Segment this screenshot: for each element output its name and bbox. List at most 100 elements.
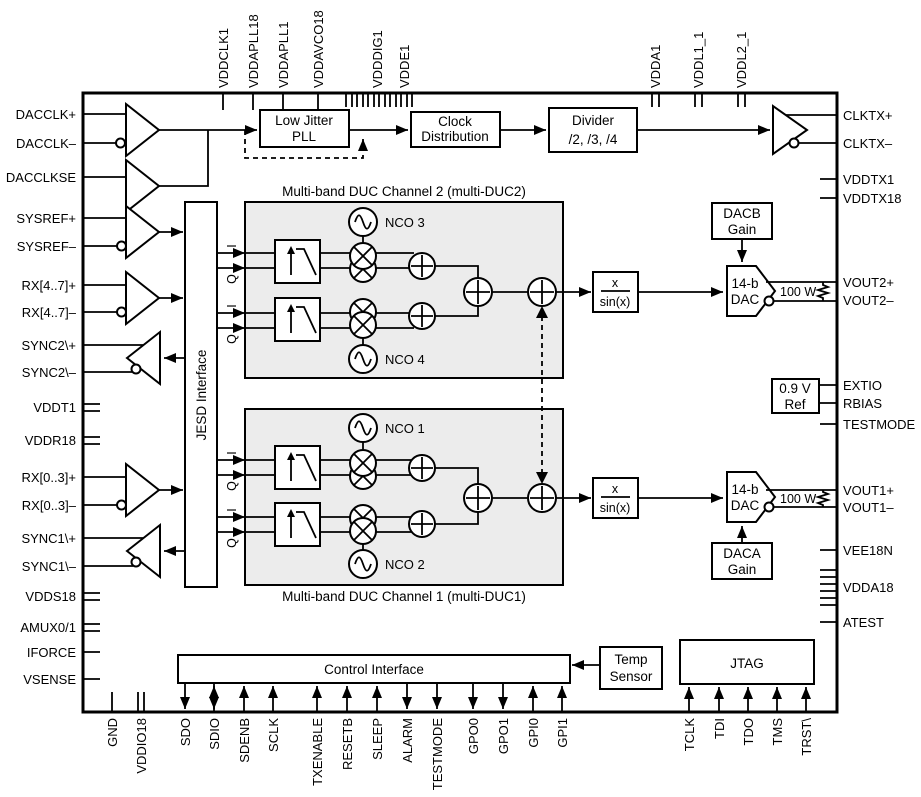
pin-label-txenable: TXENABLE [310,718,325,786]
sysref-buffer-icon [125,203,161,261]
pin-label-vddio18: VDDIO18 [134,718,149,774]
xsinx-denominator: sin(x) [600,501,631,515]
interpolation-filter-icon [274,239,321,284]
pin-label-gnd: GND [105,718,120,747]
duc-channel-2: Multi-band DUC Channel 2 (multi-DUC2) NC… [244,184,564,379]
temp-sensor-block [599,646,663,690]
pin-label-vdddig1: VDDDIG1 [370,30,385,88]
pin-label-sysref-n: SYSREF– [17,239,77,254]
pin-label-clktx-n: CLKTX– [843,136,893,151]
nco2-label: NCO 2 [385,557,425,572]
voltage-reference: 0.9 V Ref [771,378,837,414]
control-interface: Control Interface [177,654,571,712]
jesd-interface: JESD Interface [83,201,218,588]
clock-dist-label-1: Clock [438,114,472,129]
duc1-box [244,408,564,586]
pin-label-vddt1: VDDT1 [33,400,76,415]
right-pins: CLKTX+ CLKTX– VDDTX1 VDDTX18 VOUT2+ VOUT… [820,108,916,630]
pin-label-tclk: TCLK [682,718,697,752]
ref-label-2: Ref [784,397,805,412]
i-label: I [225,304,239,307]
pin-label-sleep: SLEEP [370,718,385,760]
jtag: JTAG [679,639,815,712]
jtag-block [679,639,815,685]
clock-dist-label-2: Distribution [421,129,489,144]
pin-label-gpo0: GPO0 [466,718,481,754]
inverter-bubble-icon [763,295,775,307]
pin-label-tms: TMS [770,718,785,746]
inverter-bubble-icon [116,499,127,511]
dac-path-ch2: x sin(x) DACB Gain 14-b DAC 100 W [556,202,837,317]
pin-label-iforce: IFORCE [27,645,76,660]
pin-label-rx03-n: RX[0..3]– [22,498,77,513]
q-label: Q [225,538,239,548]
pin-label-vddapll18: VDDAPLL18 [246,14,261,88]
pin-label-sync1-n: SYNC1\– [22,559,77,574]
pin-label-vout2-p: VOUT2+ [843,275,894,290]
interpolation-filter-icon [274,445,321,490]
xsinx-numerator: x [612,276,619,290]
nco3-label: NCO 3 [385,215,425,230]
rx03-buffer-icon [125,461,161,519]
dac-path-ch1: x sin(x) 14-b DAC 100 W DACA Gain [556,471,837,580]
pin-label-vddl2_1: VDDL2_1 [734,32,749,88]
dac-symbol [726,471,777,523]
pin-label-vddr18: VDDR18 [25,433,76,448]
pin-label-vout1-p: VOUT1+ [843,483,894,498]
pll-block [259,109,350,148]
duc2-title: Multi-band DUC Channel 2 (multi-DUC2) [282,184,526,199]
pin-label-vee18n: VEE18N [843,543,893,558]
xsinx-denominator: sin(x) [600,295,631,309]
dac2-label-1: 14-b [731,276,758,291]
daca-gain-block [711,542,773,580]
pin-label-vddtx18: VDDTX18 [843,191,902,206]
sync1-buffer-icon [125,522,161,580]
pin-label-testmode-b: TESTMODE [430,718,445,791]
xsinx-block [592,271,639,313]
inverter-bubble-icon [130,363,142,375]
temp-sensor-label-2: Sensor [610,669,653,684]
pin-label-vddapll1: VDDAPLL1 [276,22,291,88]
pin-label-extio: EXTIO [843,378,882,393]
i-label: I [225,244,239,247]
pin-label-sclk: SCLK [266,718,281,752]
inverter-bubble-icon [763,501,775,513]
dac1-label-2: DAC [731,498,760,513]
pin-label-resetb: RESETB [340,718,355,770]
pll-label-2: PLL [292,129,317,144]
sync2-buffer-icon [125,329,161,387]
nco1-label: NCO 1 [385,421,425,436]
cross-channel-dashed-link [536,306,548,484]
resistor-icon [814,490,832,507]
daca-gain-label-1: DACA [723,546,761,561]
dacclkse-buffer-icon [125,157,161,215]
dacb-gain-label-2: Gain [728,222,757,237]
inverter-bubble-icon [788,137,800,149]
pin-label-rbias: RBIAS [843,396,882,411]
control-interface-label: Control Interface [324,662,424,677]
bottom-pins: GND VDDIO18 SDO SDIO SDENB SCLK TXENABLE… [105,692,814,790]
inverter-bubble-icon [116,240,127,252]
temp-sensor-label-1: Temp [614,652,647,667]
xsinx-block [592,477,639,519]
pin-label-vdda1: VDDA1 [648,45,663,88]
top-pins: VDDCLK1 VDDAPLL18 VDDAPLL1 VDDAVCO18 VDD… [216,10,749,110]
dac-symbol [726,265,777,317]
left-pins: DACCLK+ DACCLK– DACCLKSE SYSREF+ SYSREF–… [6,107,100,687]
q-label: Q [225,274,239,284]
load-label: 100 W [780,492,816,506]
pin-label-vsense: VSENSE [23,672,76,687]
resistor-icon [814,282,832,301]
pin-label-vddavco18: VDDAVCO18 [311,10,326,88]
clock-path: Low Jitter PLL Clock Distribution Divide… [83,101,837,215]
divider-block [548,107,638,153]
ref-label-1: 0.9 V [779,381,811,396]
pin-label-sdo: SDO [178,718,193,746]
pin-label-sdio: SDIO [207,718,222,750]
q-label: Q [225,481,239,491]
pin-label-sync1-p: SYNC1\+ [21,531,76,546]
load-label: 100 W [780,285,816,299]
pin-label-atest: ATEST [843,615,884,630]
